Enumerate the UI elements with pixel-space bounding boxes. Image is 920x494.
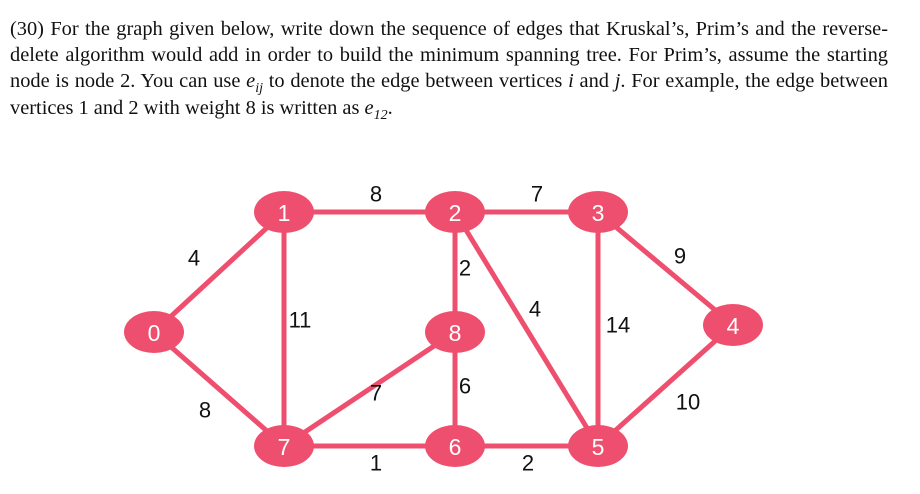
- node-8: 8: [425, 311, 485, 353]
- node-circle-0: [124, 311, 184, 353]
- edge-0-7: [152, 330, 286, 448]
- question-prefix: (30) For the graph given below, write do…: [10, 18, 888, 93]
- node-label-7: 7: [278, 434, 291, 460]
- node-label-4: 4: [727, 313, 740, 339]
- edge-weight-1-2: 8: [370, 182, 382, 207]
- edge-weight-8-6: 6: [459, 374, 471, 399]
- edge-weight-8-7: 7: [370, 381, 382, 406]
- edge-weight-3-4: 9: [674, 244, 686, 269]
- variable-j: j: [614, 70, 621, 93]
- node-layer: 0 1 2 3 4 5 6 7 8: [124, 191, 763, 467]
- node-label-1: 1: [278, 200, 291, 226]
- node-1: 1: [254, 191, 314, 233]
- example-variable: e12: [364, 96, 388, 123]
- edge-3-4: [596, 210, 735, 327]
- edge-weight-0-1: 4: [188, 246, 200, 271]
- node-4: 4: [703, 304, 763, 346]
- node-label-3: 3: [592, 200, 605, 226]
- node-circle-6: [425, 425, 485, 467]
- edge-2-5: [452, 210, 601, 448]
- node-label-8: 8: [449, 320, 462, 346]
- node-circle-8: [425, 311, 485, 353]
- node-6: 6: [425, 425, 485, 467]
- edge-variable-letter: e: [246, 70, 256, 93]
- edge-variable: eij: [246, 70, 263, 96]
- edge-weight-0-7: 8: [199, 398, 211, 423]
- node-3: 3: [568, 191, 628, 233]
- edge-weight-7-6: 1: [370, 451, 382, 476]
- edge-weight-6-5: 2: [522, 451, 534, 476]
- node-label-2: 2: [449, 200, 462, 226]
- edge-variable-subscript: ij: [255, 81, 263, 97]
- edge-weight-2-3: 7: [531, 182, 543, 207]
- question-text: (30) For the graph given below, write do…: [10, 16, 888, 123]
- edge-weight-2-5: 4: [529, 297, 541, 322]
- node-circle-3: [568, 191, 628, 233]
- question-after-vars: . For example, the edge between vertices…: [10, 70, 888, 119]
- node-7: 7: [254, 425, 314, 467]
- question-mid: to denote the edge between vertices: [262, 70, 569, 93]
- node-label-6: 6: [449, 434, 462, 460]
- node-label-5: 5: [592, 434, 605, 460]
- variable-i: i: [568, 70, 574, 93]
- edge-weight-2-8: 2: [459, 256, 471, 281]
- edge-4-5: [596, 323, 735, 448]
- node-0: 0: [124, 311, 184, 353]
- node-circle-7: [254, 425, 314, 467]
- example-variable-subscript: 12: [373, 107, 388, 123]
- edge-weight-1-7: 11: [289, 308, 312, 333]
- node-circle-1: [254, 191, 314, 233]
- question-and: and: [573, 70, 615, 93]
- node-circle-4: [703, 304, 763, 346]
- node-circle-2: [425, 191, 485, 233]
- edge-0-1: [152, 210, 286, 334]
- node-5: 5: [568, 425, 628, 467]
- node-circle-5: [568, 425, 628, 467]
- weight-layer: 4 8 7 9 11 2 4 14 8 7 6 10 1 2: [188, 182, 700, 476]
- edge-weight-4-5: 10: [676, 390, 700, 415]
- edge-8-7: [282, 329, 457, 449]
- node-label-0: 0: [148, 320, 161, 346]
- question-suffix: .: [387, 96, 393, 119]
- example-variable-letter: e: [364, 96, 374, 119]
- edge-weight-3-5: 14: [606, 313, 630, 338]
- node-2: 2: [425, 191, 485, 233]
